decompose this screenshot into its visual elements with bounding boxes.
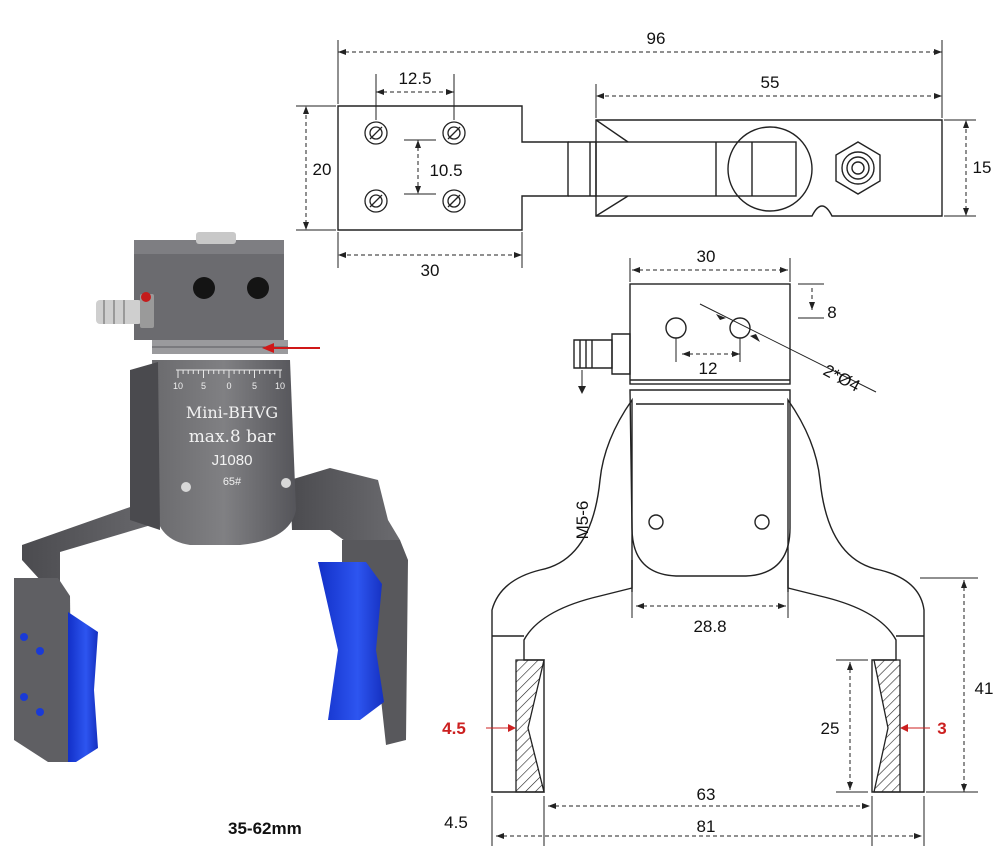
cylinder-body	[595, 119, 943, 217]
dim-body-width: 28.8	[693, 617, 726, 636]
scale-tick-label: 5	[201, 381, 206, 391]
air-fitting	[96, 300, 142, 324]
dim-hole-offset: 8	[827, 303, 836, 322]
head-hole	[193, 277, 215, 299]
left-jaw-hole	[36, 708, 44, 716]
left-jaw-hole	[20, 633, 28, 641]
dim-hole-spacing: 12	[699, 359, 718, 378]
body-outline	[629, 389, 791, 577]
left-jaw-hole	[20, 693, 28, 701]
number-label: 65#	[223, 476, 242, 488]
head-hole	[247, 277, 269, 299]
body-screw	[181, 482, 191, 492]
piston-outline	[727, 126, 813, 212]
right-gripper-pad	[318, 562, 384, 720]
note-hole-size: 2*Ø4	[820, 361, 863, 396]
left-gripper-pad	[68, 612, 98, 762]
dim-head-width: 30	[697, 247, 716, 266]
dim-pad-thickness-left: 4.5	[442, 719, 466, 738]
dim-jaw-thickness: 4.5	[444, 813, 468, 832]
dim-hole-spacing-y: 10.5	[429, 161, 462, 180]
scale-ticks	[177, 370, 281, 378]
scale-tick-label: 5	[252, 381, 257, 391]
dim-max-width: 81	[697, 817, 716, 836]
pressure-label: max.8 bar	[189, 427, 276, 447]
left-jaw-hole	[36, 647, 44, 655]
dim-jaw-height: 41	[975, 679, 994, 698]
hex-nut	[835, 141, 881, 195]
dim-pad-height: 25	[821, 719, 840, 738]
dim-body-height: 15	[973, 158, 992, 177]
side-rail	[130, 362, 160, 530]
scale-tick-label: 10	[173, 381, 183, 391]
code-label: J1080	[212, 452, 253, 469]
left-jaw-outline	[491, 397, 633, 793]
right-jaw-outline	[787, 397, 925, 793]
dim-pad-thickness-right: 3	[937, 719, 946, 738]
dim-plate-height: 20	[313, 160, 332, 179]
scale-labels: 10 5 0 5 10	[173, 381, 285, 391]
right-pad-section	[873, 659, 901, 793]
left-pad-section	[515, 659, 545, 793]
right-arm	[290, 468, 400, 560]
dim-overall-length: 96	[647, 29, 666, 48]
top-screw	[196, 232, 236, 244]
scale-tick-label: 0	[226, 381, 231, 391]
note-port-thread: M5-6	[573, 501, 592, 540]
dim-body-length: 55	[761, 73, 780, 92]
body-screw	[281, 478, 291, 488]
dim-hole-spacing-x: 12.5	[398, 69, 431, 88]
dim-min-opening: 63	[697, 785, 716, 804]
mounting-holes	[364, 121, 466, 213]
dim-plate-length: 30	[421, 261, 440, 280]
left-jaw-block	[14, 578, 72, 762]
gripper-body	[152, 360, 296, 545]
scale-tick-label: 10	[275, 381, 285, 391]
red-arrow-head	[262, 343, 274, 353]
model-label: Mini-BHVG	[186, 403, 278, 422]
stroke-range-label: 35-62mm	[228, 819, 302, 838]
